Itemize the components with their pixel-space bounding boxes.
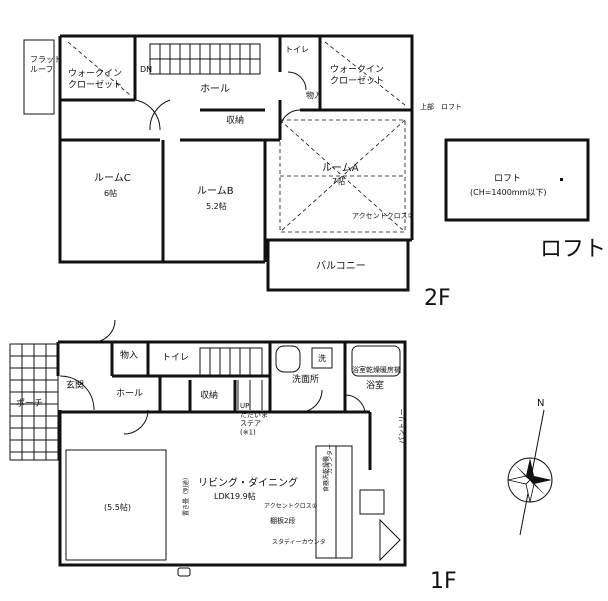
hall-2f-label: ホール (200, 83, 230, 95)
stairs-1f (199, 347, 263, 410)
loft-dashed-zone (279, 119, 406, 233)
flat-roof-label: フラットルーフ (30, 55, 62, 74)
room-b-label: ルームB (197, 185, 234, 197)
tatami-size: (5.5帖) (104, 502, 131, 512)
storage-small-2f-label: 物入 (306, 90, 322, 100)
porch-label: ポーチ (16, 398, 43, 409)
loft-title: ロフト (540, 237, 606, 262)
loft-access-label: 上部 ロフト (420, 102, 462, 111)
accent-cloth-2-label: アクセントクロス② (352, 212, 414, 220)
hall-1f-label: ホール (116, 388, 143, 399)
balcony-label: バルコニー (316, 260, 366, 272)
storage-1f-label: 収納 (200, 389, 218, 401)
door-arc (134, 99, 161, 131)
room-a-label: ルームA (322, 162, 359, 174)
floor2-title: 2F (424, 286, 451, 311)
porch-tiles (9, 343, 59, 461)
ldk-label: リビング・ダイニング (198, 476, 298, 489)
loft-height-note: (CH=1400mm以下) (470, 188, 547, 197)
room-c-label: ルームC (94, 172, 131, 184)
counter-label: カウンター (326, 444, 334, 474)
room-c-size: 6帖 (104, 188, 117, 198)
entrance-label: 玄関 (66, 379, 84, 391)
dishwasher-label: 食器洗乾燥機 (322, 456, 330, 492)
loft-room-label: ロフト (494, 174, 521, 184)
room-b-size: 5.2帖 (206, 201, 227, 211)
accent-cloth-1-label: アクセントクロス① (264, 503, 317, 510)
pantry-label: パントリー (398, 409, 406, 444)
room-a-size: 7帖 (332, 176, 345, 186)
dn-label: DN (140, 65, 152, 74)
walkin-closet-right-label: ウォークインクローゼット (330, 64, 384, 86)
tatami-area (65, 449, 167, 561)
floor2-plan: フラットルーフ ウォークインクローゼット DN ホール トイレ 物入 ウォークイ… (23, 34, 462, 311)
shelf-label: 棚板2段 (270, 516, 295, 525)
toilet-2f-label: トイレ (285, 45, 309, 54)
walkin-closet-left-label: ウォークインクローゼット (68, 68, 122, 90)
storage-2f-label: 収納 (226, 114, 244, 126)
stairs-2f (149, 43, 261, 75)
tatami-note: 置き畳（別途） (182, 474, 190, 516)
compass-north-label: N (537, 398, 544, 409)
washroom-label: 洗面所 (292, 373, 319, 385)
dryer-label: 浴室乾燥暖房機 (352, 365, 401, 374)
ldk-size: LDK19.9帖 (214, 491, 256, 501)
loft-plan: ロフト (CH=1400mm以下) ロフト (444, 138, 606, 262)
floor1-title: 1F (430, 569, 457, 594)
toilet-1f-label: トイレ (162, 353, 189, 363)
compass-rose: N (507, 398, 553, 536)
study-counter-label: スタディーカウンタ (272, 538, 326, 546)
wash-label: 洗 (318, 353, 326, 363)
bath-label: 浴室 (366, 379, 384, 391)
storage-small-1f-label: 物入 (120, 349, 138, 361)
flat-roof (23, 39, 55, 115)
